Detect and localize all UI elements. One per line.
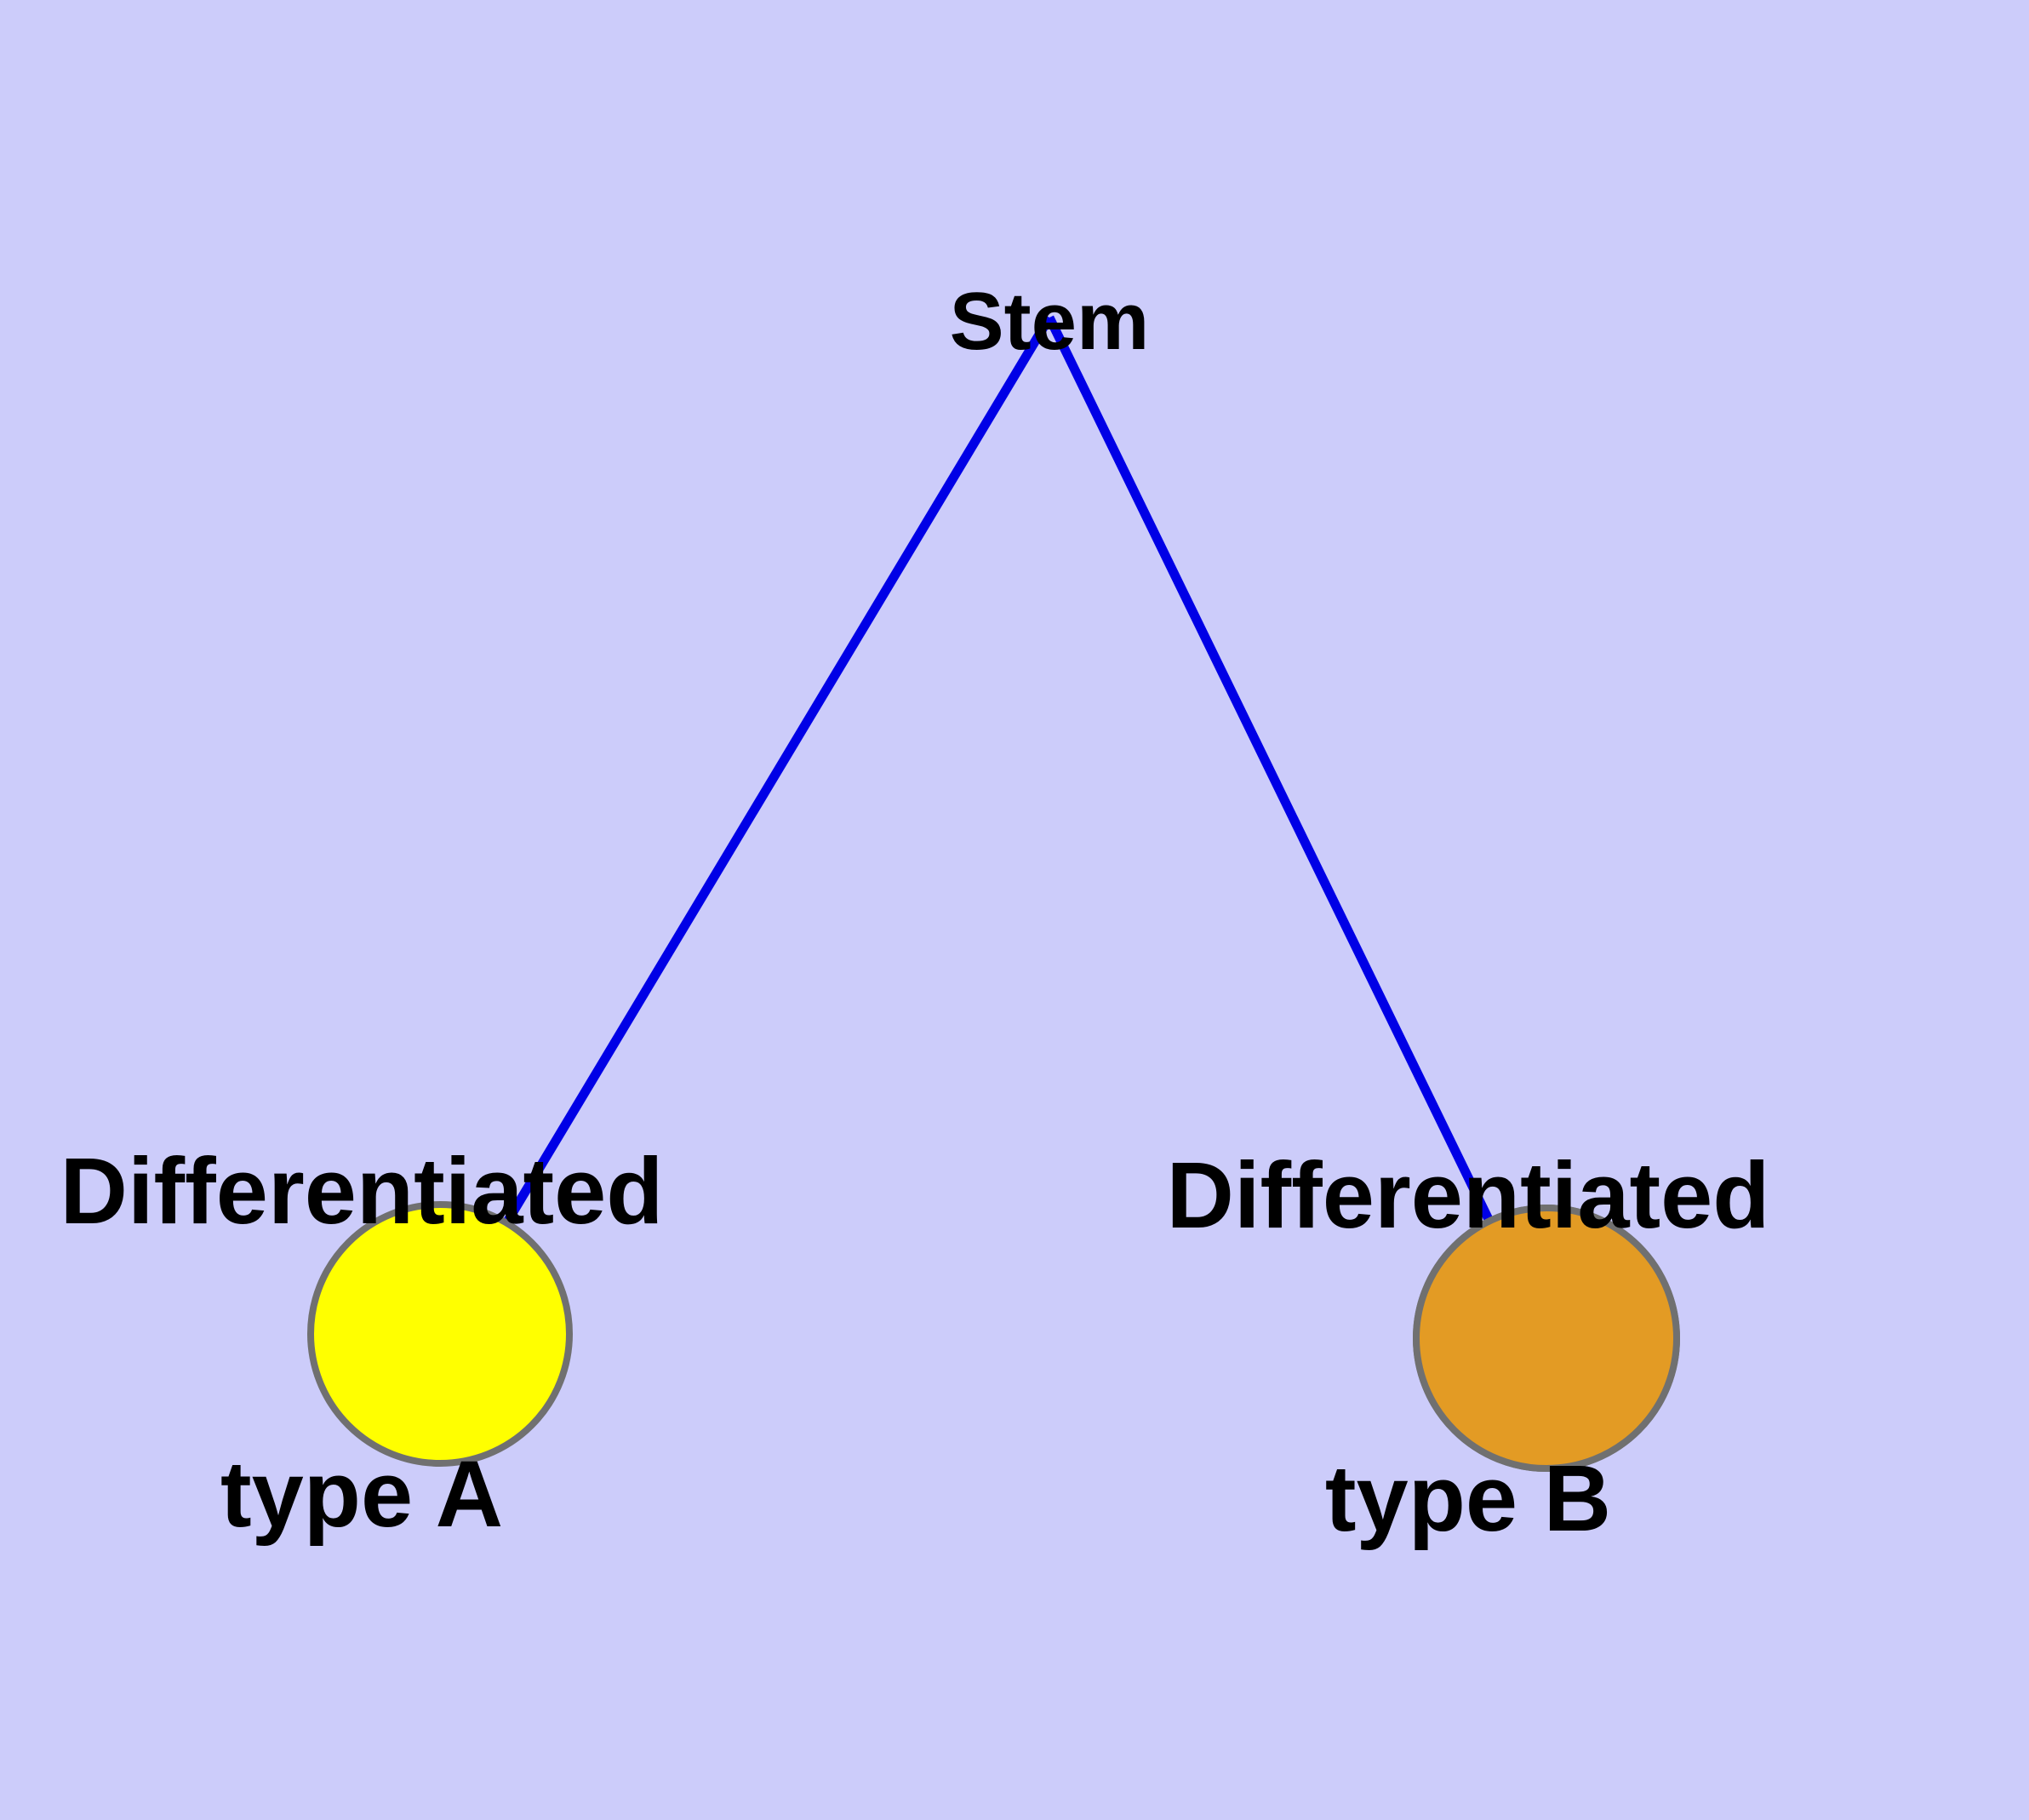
node-stem[interactable] [307,1201,573,1467]
edge-layer [436,315,1551,1341]
edge-stem-to-differentiated-type-b[interactable] [1045,315,1551,1341]
node-differentiated-type-b[interactable] [1413,1205,1680,1472]
edge-stem-to-differentiated-type-a[interactable] [436,315,1054,1336]
node-layer [307,1201,1680,1472]
